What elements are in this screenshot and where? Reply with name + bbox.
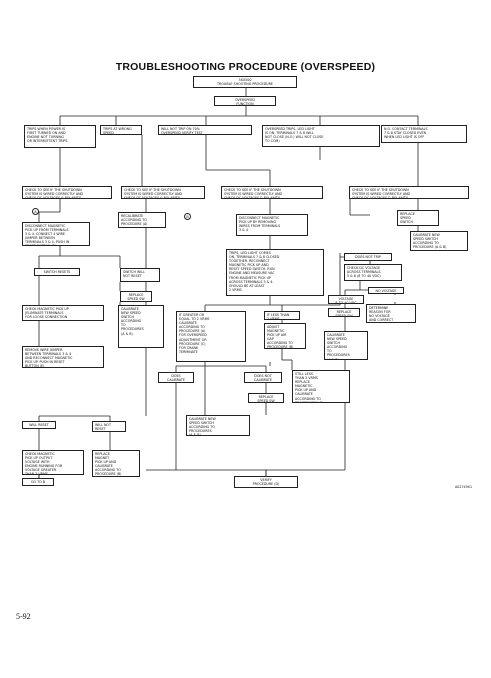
no-voltage: NO VOLTAGE — [368, 287, 404, 294]
symptom-led-on-no-close: OVERSPEED TRIPS, LED LIGHT IS ON, TERMIN… — [262, 125, 380, 147]
does-not-trip: DOES NOT TRIP — [344, 253, 392, 261]
greater-than-2-vrms: IF GREATER OR EQUAL TO 2 VRMS CALIBRATE … — [176, 311, 246, 362]
switch-will-not-reset: SWITCH WILL NOT RESET — [120, 268, 160, 282]
replace-magnet-pickup: REPLACE MAGNET PICK UP AND CALIBRATE ACC… — [92, 450, 140, 477]
calibrate-new-switch-3: CALIBRATE NEW SPEED SWITCH ACCORDING TO … — [324, 331, 368, 360]
symptom-no-trip-verify: WILL NOT TRIP ON 70% OVERSPEED VERIFY TE… — [158, 125, 252, 135]
go-to-b: GO TO B — [22, 478, 54, 486]
disconnect-magnetic-pickup: DISCONNECT MAGNETIC PICK UP BY REMOVING … — [236, 214, 308, 236]
symptom-wrong-speed: TRIPS AT WRONG SPEED — [100, 125, 142, 135]
symptom-contacts-stay-closed: N.O. CONTACT TERMINALS 7 & 8 STAY CLOSED… — [381, 125, 467, 143]
led-trip-measure-vac: TRIPS, LED LIGHT COMES ON, TERMINALS 7 &… — [226, 249, 324, 296]
switch-resets: SWITCH RESETS — [34, 268, 80, 276]
replace-speed-sw-2: REPLACE SPEED SW — [328, 308, 360, 317]
calibrate-new-switch-4: CALIBRATE NEW SPEED SWITCH ACCORDING TO … — [186, 415, 250, 436]
will-reset: WILL RESET — [22, 421, 56, 429]
calibrate-new-switch-2: CALIBRATE NEW SPEED SWITCH ACCORDING TO … — [118, 305, 164, 348]
replace-speed-sw-3: REPLACE SPEED SW — [248, 393, 284, 403]
check-wiring-1: CHECK TO SEE IF THE SHUTDOWN SYSTEM IS W… — [22, 186, 112, 199]
remove-wire-jumper: REMOVE WIRE JUMPER BETWEEN TERMINALS 3 &… — [22, 346, 104, 368]
figure-reference: A02749X1 — [455, 485, 473, 489]
verify-procedure-d: VERIFY PROCEDURE (D) — [234, 476, 298, 488]
page-number: 5-92 — [16, 612, 31, 621]
check-wiring-3: CHECK TO SEE IF THE SHUTDOWN SYSTEM IS W… — [221, 186, 323, 199]
voltage-8-40: VOLTAGE 8 TO 40 VDC — [328, 295, 364, 304]
does-calibrate: DOES CALIBRATE — [158, 372, 194, 383]
check-magnetic-pickup: CHECK MAGNETIC PICK UP (ELIMINATE TERMIN… — [22, 305, 104, 321]
start-procedure-box: 3XX500 TROUBLE SHOOTING PROCEDURE — [193, 76, 297, 88]
less-than-2-vrms: IF LESS THAN 2 VRMS — [264, 311, 300, 320]
recalibrate-procedure-a: RECALIBRATE ACCORDING TO PROCEDURE (A) — [118, 212, 166, 228]
adjust-air-gap: ADJUST MAGNETIC PICK UP AIR GAP ACCORDIN… — [264, 323, 306, 349]
check-wiring-2: CHECK TO SEE IF THE SHUTDOWN SYSTEM IS W… — [121, 186, 205, 199]
check-wiring-4: CHECK TO SEE IF THE SHUTDOWN SYSTEM IS W… — [349, 186, 469, 199]
check-dc-voltage: CHECK DC VOLTAGE ACROSS TERMINALS 5 & 6 … — [344, 264, 402, 281]
overspeed-function-box: OVERSPEED FUNCTION — [214, 96, 276, 106]
page-title: TROUBLESHOOTING PROCEDURE (OVERSPEED) — [115, 61, 376, 73]
will-not-reset: WILL NOT RESET — [92, 421, 126, 432]
replace-speed-switch-1: REPLACE SPEED SWITCH — [397, 210, 439, 226]
still-less-replace-pickup: STILL LESS THAN 2 VRMS REPLACE MAGNETIC … — [292, 370, 350, 403]
does-not-calibrate: DOES NOT CALIBRATE — [244, 372, 282, 383]
determine-no-voltage: DETERMINE REASON FOR NO VOLTAGE AND CORR… — [366, 304, 416, 323]
replace-speed-sw-1: REPLACE SPEED SW — [120, 291, 152, 302]
symptom-trips-power-on: TRIPS WHEN POWER IS FIRST TURNED ON AND … — [24, 125, 96, 148]
check-magnetic-output: CHECK MAGNETIC PICK UP OUTPUT VOLTAGE WI… — [22, 450, 84, 475]
calibrate-new-switch-1: CALIBRATE NEW SPEED SWITCH ACCORDING TO … — [410, 231, 468, 251]
connector-b: B — [184, 213, 191, 220]
connector-a: A — [32, 208, 39, 215]
disconnect-magnetic-jumper: DISCONNECT MAGNETIC PICK UP FROM TERMINA… — [22, 222, 90, 246]
